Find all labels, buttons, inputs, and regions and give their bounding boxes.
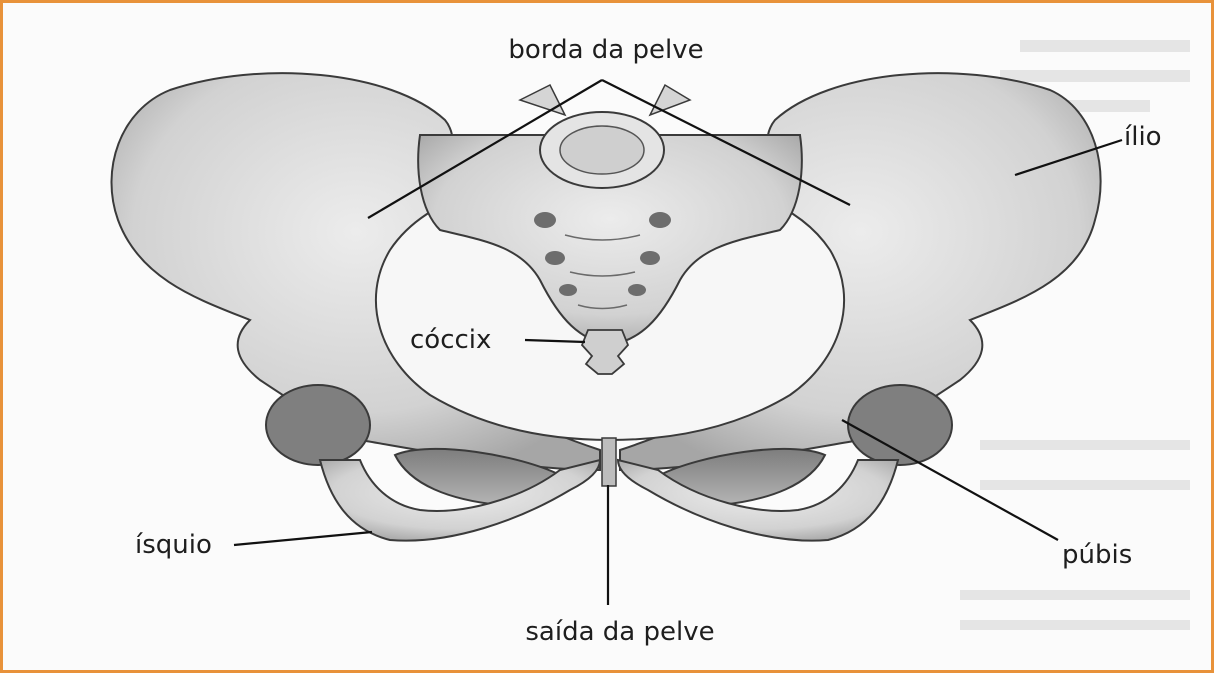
- leader-ischium: [234, 532, 372, 545]
- pubic-symphysis: [602, 438, 616, 486]
- label-pubis: púbis: [1062, 540, 1132, 570]
- label-coccyx: cóccix: [410, 325, 491, 355]
- label-pelvic-brim: borda da pelve: [508, 35, 703, 65]
- left-acetabulum: [266, 385, 370, 465]
- label-ischium: ísquio: [135, 530, 212, 560]
- label-ilium: ílio: [1124, 122, 1162, 152]
- label-pelvic-outlet: saída da pelve: [525, 617, 714, 647]
- coccyx: [582, 330, 628, 374]
